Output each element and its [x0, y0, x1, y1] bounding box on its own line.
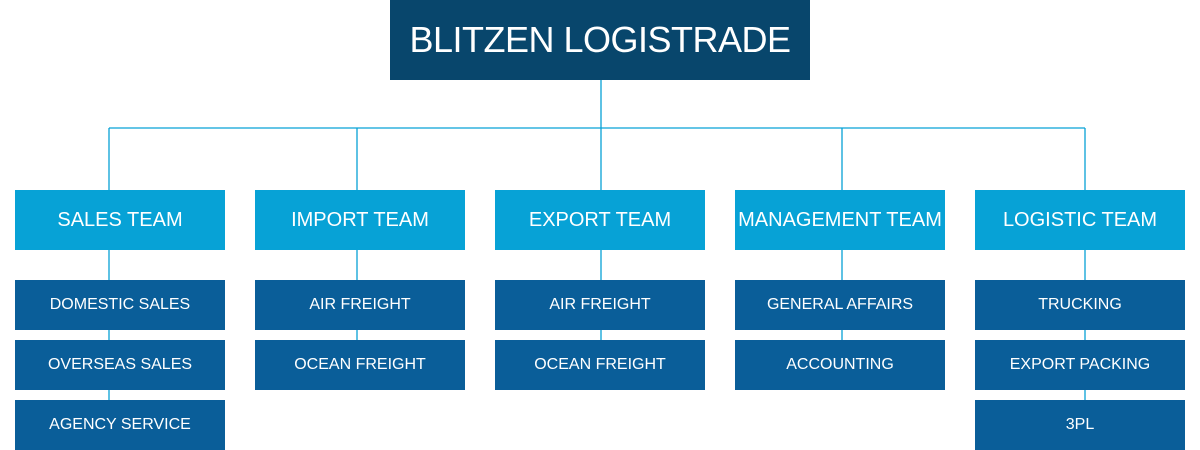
- team-box-export: EXPORT TEAM: [495, 190, 705, 250]
- sub-box-domestic-sales: DOMESTIC SALES: [15, 280, 225, 330]
- sub-item-label: 3PL: [1065, 416, 1095, 433]
- sub-box-accounting: ACCOUNTING: [735, 340, 945, 390]
- sub-item-label: GENERAL AFFAIRS: [766, 296, 914, 313]
- team-name: EXPORT TEAM: [528, 208, 672, 231]
- sub-item-label: OVERSEAS SALES: [47, 356, 193, 373]
- sub-box-general-affairs: GENERAL AFFAIRS: [735, 280, 945, 330]
- team-box-import: IMPORT TEAM: [255, 190, 465, 250]
- sub-item-label: AIR FREIGHT: [309, 296, 411, 313]
- team-name: LOGISTIC TEAM: [1002, 208, 1158, 231]
- sub-box-import-air-freight: AIR FREIGHT: [255, 280, 465, 330]
- sub-box-export-air-freight: AIR FREIGHT: [495, 280, 705, 330]
- sub-box-export-packing: EXPORT PACKING: [975, 340, 1185, 390]
- sub-item-label: OCEAN FREIGHT: [294, 356, 426, 373]
- sub-item-label: AIR FREIGHT: [549, 296, 651, 313]
- sub-box-export-ocean-freight: OCEAN FREIGHT: [495, 340, 705, 390]
- company-root-box: BLITZEN LOGISTRADE: [390, 0, 810, 80]
- sub-box-agency-service: AGENCY SERVICE: [15, 400, 225, 450]
- company-name: BLITZEN LOGISTRADE: [409, 19, 791, 60]
- sub-item-label: TRUCKING: [1038, 296, 1122, 313]
- sub-box-import-ocean-freight: OCEAN FREIGHT: [255, 340, 465, 390]
- team-name: IMPORT TEAM: [291, 208, 429, 231]
- sub-item-label: OCEAN FREIGHT: [534, 356, 666, 373]
- sub-item-label: DOMESTIC SALES: [49, 296, 191, 313]
- sub-box-trucking: TRUCKING: [975, 280, 1185, 330]
- sub-item-label: ACCOUNTING: [786, 356, 894, 373]
- team-name: SALES TEAM: [57, 208, 183, 231]
- team-box-logistic: LOGISTIC TEAM: [975, 190, 1185, 250]
- sub-item-label: EXPORT PACKING: [1009, 356, 1151, 373]
- sub-item-label: AGENCY SERVICE: [49, 416, 191, 433]
- sub-box-3pl: 3PL: [975, 400, 1185, 450]
- team-box-management: MANAGEMENT TEAM: [735, 190, 945, 250]
- team-box-sales: SALES TEAM: [15, 190, 225, 250]
- sub-box-overseas-sales: OVERSEAS SALES: [15, 340, 225, 390]
- team-name: MANAGEMENT TEAM: [738, 208, 942, 231]
